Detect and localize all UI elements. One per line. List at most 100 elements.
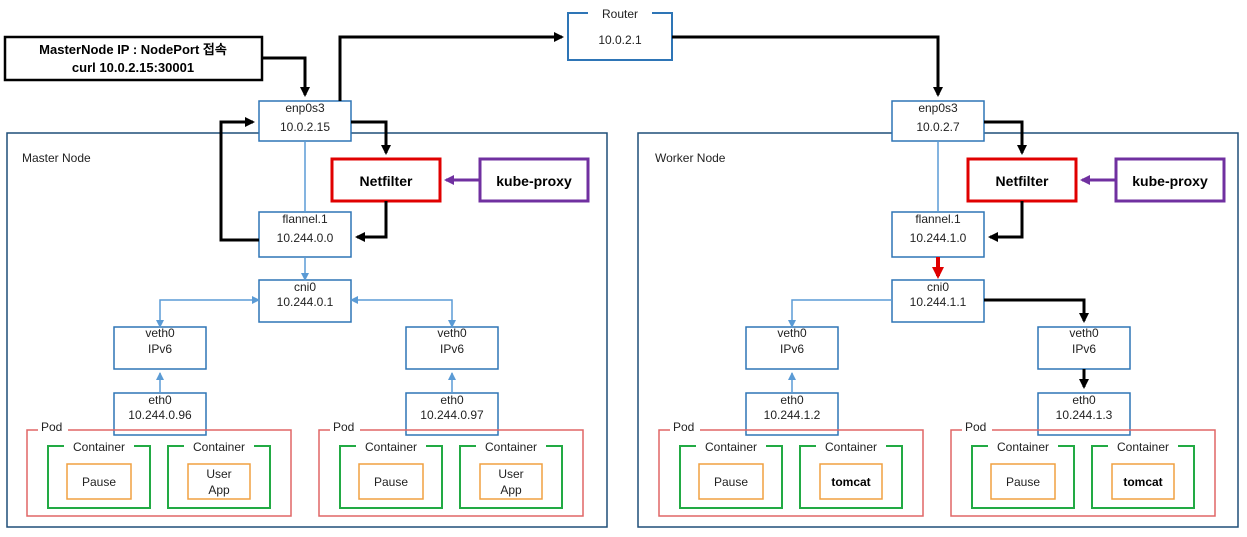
iface-ip: 10.0.2.7	[916, 120, 960, 134]
router-label: Router	[602, 7, 638, 21]
veth-box	[1037, 326, 1131, 370]
app-label-1: User	[206, 467, 231, 481]
worker-cni0: cni0 10.244.1.1	[891, 279, 985, 323]
pause-label: Pause	[374, 475, 408, 489]
iface-name: flannel.1	[915, 212, 961, 226]
netfilter-label: Netfilter	[996, 173, 1049, 189]
tomcat-box	[819, 463, 883, 500]
kube-proxy-label: kube-proxy	[1132, 173, 1208, 189]
pod-label: Pod	[333, 420, 354, 434]
eth-box	[1037, 392, 1131, 436]
arrow-router-enp-worker	[672, 35, 943, 97]
worker-node-title: Worker Node	[655, 151, 726, 165]
container-label: Container	[1117, 440, 1169, 454]
app-label-2: App	[208, 483, 230, 497]
arrow-cni-veth-worker-2	[984, 298, 1089, 323]
pause-label: Pause	[714, 475, 748, 489]
netfilter-label: Netfilter	[360, 173, 413, 189]
veth-ip: IPv6	[440, 342, 464, 356]
master-flannel: flannel.1 10.244.0.0	[258, 211, 352, 258]
container-label: Container	[825, 440, 877, 454]
container-label: Container	[73, 440, 125, 454]
veth-name: veth0	[777, 326, 807, 340]
eth-name: eth0	[1072, 393, 1096, 407]
arrow-enp-netfilter-master	[351, 120, 391, 155]
worker-pod-1: veth0 IPv6 eth0 10.244.1.2 Pod Container…	[658, 326, 924, 517]
iface-ip: 10.244.0.0	[277, 231, 334, 245]
iface-ip: 10.244.0.1	[277, 295, 334, 309]
link-cni-veth-worker-1	[788, 299, 892, 328]
app-box	[187, 463, 251, 500]
pause-box	[990, 463, 1056, 500]
master-cni0: cni0 10.244.0.1	[258, 279, 352, 323]
callout-line2: curl 10.0.2.15:30001	[72, 60, 194, 75]
worker-flannel: flannel.1 10.244.1.0	[891, 211, 985, 258]
eth-ip: 10.244.0.96	[128, 408, 192, 422]
iface-name: flannel.1	[282, 212, 328, 226]
veth-ip: IPv6	[148, 342, 172, 356]
arrow-enp-netfilter-worker	[984, 120, 1027, 155]
container-label: Container	[705, 440, 757, 454]
iface-name: cni0	[294, 280, 316, 294]
app-label-2: App	[500, 483, 522, 497]
master-node-title: Master Node	[22, 151, 91, 165]
pause-box	[358, 463, 424, 500]
eth-ip: 10.244.0.97	[420, 408, 484, 422]
worker-pod-2: veth0 IPv6 eth0 10.244.1.3 Pod Container…	[950, 326, 1216, 517]
pod-box	[658, 429, 924, 517]
tomcat-label: tomcat	[1123, 475, 1162, 489]
router-ip: 10.0.2.1	[598, 33, 642, 47]
pause-label: Pause	[1006, 475, 1040, 489]
pause-box	[698, 463, 764, 500]
worker-netfilter: Netfilter	[966, 157, 1078, 203]
arrow-enp-router	[338, 32, 564, 101]
callout-line1: MasterNode IP : NodePort 접속	[39, 42, 227, 57]
flow-arrows	[219, 32, 1089, 389]
pod-box	[26, 429, 292, 517]
router: Router 10.0.2.1	[567, 4, 673, 61]
eth-name: eth0	[440, 393, 464, 407]
worker-enp0s3: enp0s3 10.0.2.7	[891, 100, 985, 142]
iface-name: enp0s3	[918, 101, 958, 115]
pod-label: Pod	[673, 420, 694, 434]
kube-proxy-label: kube-proxy	[496, 173, 572, 189]
arrow-netfilter-flannel-worker	[988, 201, 1024, 242]
eth-box	[745, 392, 839, 436]
pause-label: Pause	[82, 475, 116, 489]
pod-label: Pod	[41, 420, 62, 434]
container-label: Container	[365, 440, 417, 454]
master-enp0s3: enp0s3 10.0.2.15	[258, 100, 352, 142]
veth-box	[745, 326, 839, 370]
veth-ip: IPv6	[780, 342, 804, 356]
master-netfilter: Netfilter	[330, 157, 442, 203]
iface-ip: 10.244.1.0	[910, 231, 967, 245]
eth-ip: 10.244.1.3	[1056, 408, 1113, 422]
arrow-netfilter-flannel-master	[355, 201, 388, 242]
arrow-flannel-enp-master	[219, 117, 259, 242]
pod-label: Pod	[965, 420, 986, 434]
master-pod-2: veth0 IPv6 eth0 10.244.0.97 Pod Containe…	[318, 326, 584, 517]
container-label: Container	[485, 440, 537, 454]
eth-ip: 10.244.1.2	[764, 408, 821, 422]
veth-name: veth0	[1069, 326, 1099, 340]
app-box	[479, 463, 543, 500]
tomcat-box	[1111, 463, 1175, 500]
pause-box	[66, 463, 132, 500]
container-label: Container	[997, 440, 1049, 454]
master-pod-1: veth0 IPv6 eth0 10.244.0.96 Pod Containe…	[26, 326, 292, 517]
veth-ip: IPv6	[1072, 342, 1096, 356]
pod-box	[318, 429, 584, 517]
container-label: Container	[193, 440, 245, 454]
veth-name: veth0	[437, 326, 467, 340]
eth-name: eth0	[780, 393, 804, 407]
link-cni-veth-master-2	[350, 296, 456, 328]
iface-name: enp0s3	[285, 101, 325, 115]
arrow-callout-enp	[262, 56, 310, 97]
iface-ip: 10.0.2.15	[280, 120, 330, 134]
app-label-1: User	[498, 467, 523, 481]
pod-box	[950, 429, 1216, 517]
veth-name: veth0	[145, 326, 175, 340]
veth-box	[113, 326, 207, 370]
link-cni-veth-master-1	[156, 296, 260, 328]
